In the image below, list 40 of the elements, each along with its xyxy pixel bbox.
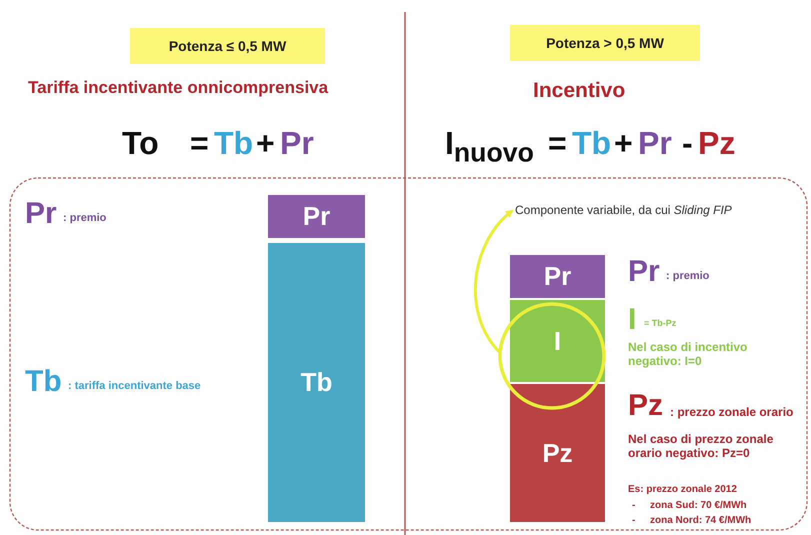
label-text: Pz xyxy=(628,388,664,424)
label-text: : premio xyxy=(63,212,106,226)
label-text: Pr xyxy=(638,124,672,162)
label-text: Tb xyxy=(572,124,612,162)
stacked-bar-segment: Pr xyxy=(510,255,605,298)
label-text: zona Sud: 70 €/MWh xyxy=(650,500,747,512)
stacked-bar-segment: Pz xyxy=(510,384,605,522)
label-text: Tb xyxy=(214,124,254,162)
label-text: Pr xyxy=(25,196,57,232)
label-text: = xyxy=(548,124,567,162)
label-text: - xyxy=(682,124,693,162)
label-text: Pr xyxy=(628,254,660,290)
curved-arrow xyxy=(474,210,514,354)
label-text: Nel caso di prezzo zonale orario negativo: Pz=0 xyxy=(628,432,774,461)
label-text: Tariffa incentivante onnicomprensiva xyxy=(28,78,328,98)
label-text: : prezzo zonale orario xyxy=(670,405,794,420)
label-text: Es: prezzo zonale 2012 xyxy=(628,484,737,496)
label-text: = Tb-Pz xyxy=(644,318,676,329)
label-text: - xyxy=(632,515,636,527)
stacked-bar-segment: Pr xyxy=(268,195,365,238)
label-text: I xyxy=(628,302,636,338)
label-text: : premio xyxy=(666,270,710,284)
annotation-text: Componente variabile, da cui Sliding FIP xyxy=(515,203,775,217)
label-text: zona Nord: 74 €/MWh xyxy=(650,515,752,527)
label-text: Pz xyxy=(698,124,736,162)
stacked-bar-segment: Tb xyxy=(268,243,365,522)
label-text: Nel caso di incentivo negativo: I=0 xyxy=(628,340,748,369)
highlight-circle xyxy=(498,302,606,410)
label-text: : tariffa incentivante base xyxy=(68,380,201,394)
condition-highlight: Potenza > 0,5 MW xyxy=(510,25,700,61)
condition-highlight: Potenza ≤ 0,5 MW xyxy=(130,28,325,64)
label-text: I$_{nuovo}$ xyxy=(445,124,534,168)
label-text: = xyxy=(190,124,209,162)
label-text: - xyxy=(632,500,636,512)
label-text: + xyxy=(256,124,275,162)
label-text: Incentivo xyxy=(533,78,626,104)
label-text: To xyxy=(122,124,159,162)
label-text: + xyxy=(614,124,633,162)
label-text: Tb xyxy=(25,364,62,400)
label-text: Pr xyxy=(280,124,314,162)
